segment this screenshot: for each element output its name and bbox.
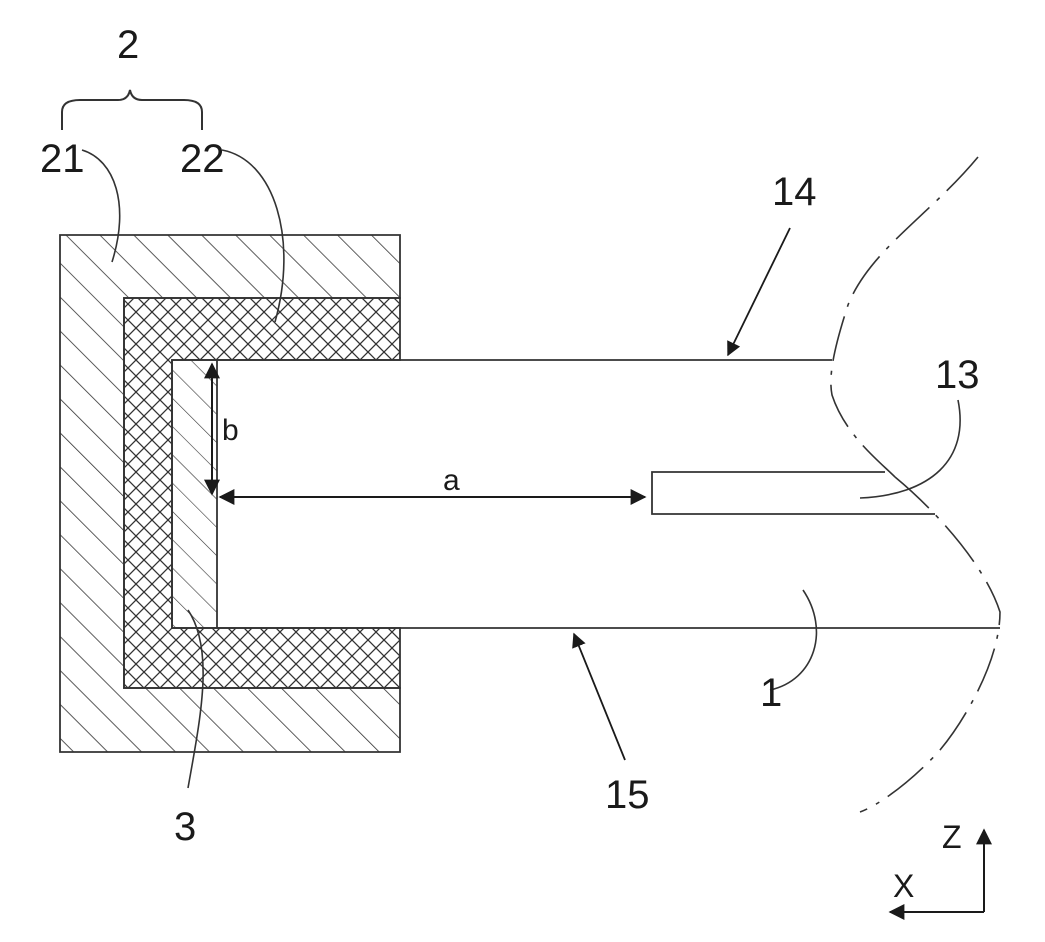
label-3: 3 <box>174 805 196 849</box>
break-line-upper <box>831 157 978 477</box>
dimension-b-label: b <box>222 414 239 447</box>
gap-element-3 <box>172 360 217 628</box>
leader-15-arrow <box>574 634 625 760</box>
leader-13 <box>860 400 960 498</box>
label-21: 21 <box>40 137 85 181</box>
break-line-lower <box>860 477 1000 812</box>
dimension-a-label: a <box>443 464 460 497</box>
label-13: 13 <box>935 353 980 397</box>
leader-14-arrow <box>728 228 790 355</box>
z-axis-label: Z <box>942 819 962 855</box>
label-22: 22 <box>180 137 225 181</box>
label-1: 1 <box>760 671 782 715</box>
x-axis-label: X <box>893 868 914 904</box>
inner-layer-22 <box>124 298 400 688</box>
end-portion-13 <box>652 472 935 514</box>
label-14: 14 <box>772 170 817 214</box>
label-2: 2 <box>117 23 139 67</box>
label-15: 15 <box>605 773 650 817</box>
brace-2 <box>62 90 202 130</box>
